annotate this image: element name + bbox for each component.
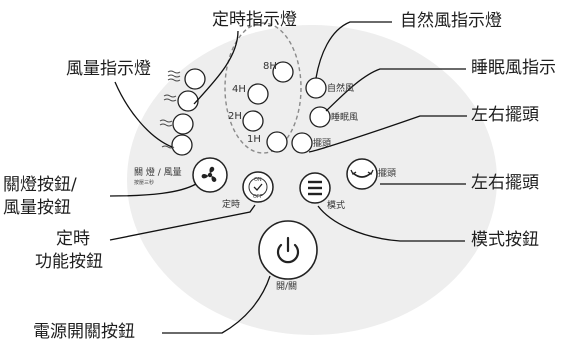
swing-led <box>291 132 313 154</box>
fan-icon <box>201 166 217 182</box>
leader-lines <box>109 21 467 334</box>
timer-led-1h-label: 1H <box>247 134 261 145</box>
power-button-label: 開/關 <box>276 282 298 292</box>
speed-led-0 <box>171 134 193 156</box>
off-speed-label: 關 燈 / 風量 <box>134 168 182 178</box>
swing-button-callout: 左右擺頭 <box>471 173 539 193</box>
timer-led-2h-label: 2H <box>228 111 242 122</box>
timer-button-callout-line1: 定時 <box>56 229 90 249</box>
timer-indicator-callout: 定時指示燈 <box>212 10 297 30</box>
off-speed-sublabel: 按壓三秒 <box>134 180 155 186</box>
mode-button-label: 模式 <box>327 201 346 211</box>
swing-button-label: 擺頭 <box>378 169 397 179</box>
leader-sleep <box>325 68 466 112</box>
sleep-wind-led <box>309 106 331 128</box>
power-button-callout: 電源開關按鈕 <box>33 322 135 342</box>
menu-lines-icon <box>308 180 322 196</box>
leader-speed <box>114 81 173 148</box>
leader-timer-btn <box>109 204 256 241</box>
timer-led-4h <box>247 83 269 105</box>
timer-off-label: OFF <box>253 194 263 200</box>
timer-led-8h <box>272 61 294 83</box>
timer-led-4h-label: 4H <box>232 84 246 95</box>
speed-indicator-callout: 風量指示燈 <box>66 59 151 79</box>
swing-button[interactable] <box>346 158 378 190</box>
mode-button-callout: 模式按鈕 <box>471 230 539 250</box>
leader-mode <box>317 205 465 242</box>
off-speed-button-callout-line1: 關燈按鈕/ <box>3 175 77 195</box>
speed-leds <box>171 68 206 156</box>
timer-led-1h <box>266 131 288 153</box>
wind-wave-icons <box>159 70 181 149</box>
mode-button[interactable] <box>299 172 331 204</box>
sleep-wind-indicator-callout: 睡眠風指示 <box>471 58 556 78</box>
timer-button-label: 定時 <box>222 200 241 210</box>
timer-on-label: ON <box>254 177 262 183</box>
speed-led-3 <box>184 68 206 90</box>
mode-leds <box>291 77 331 154</box>
natural-wind-indicator-callout: 自然風指示燈 <box>400 11 502 31</box>
natural-wind-label: 自然風 <box>327 84 355 94</box>
timer-leds <box>242 61 294 153</box>
power-icon <box>276 236 300 264</box>
leader-swing-led <box>308 115 467 153</box>
timer-led-2h <box>242 110 264 132</box>
swing-arrow-icon <box>352 172 372 178</box>
timer-button-callout-line2: 功能按鈕 <box>35 252 103 272</box>
leader-natural <box>315 21 392 79</box>
swing-indicator-callout: 左右擺頭 <box>471 105 539 125</box>
natural-wind-led <box>305 77 327 99</box>
timer-led-group-outline <box>224 22 302 154</box>
timer-button[interactable] <box>242 171 274 203</box>
power-button[interactable] <box>258 220 318 280</box>
leader-off-speed <box>109 183 197 197</box>
timer-led-8h-label: 8H <box>263 61 277 72</box>
speed-led-2 <box>177 90 199 112</box>
off-speed-button-callout-line2: 風量按鈕 <box>3 198 71 218</box>
off-speed-button[interactable] <box>192 157 228 193</box>
swing-led-label: 擺頭 <box>313 139 332 149</box>
leader-timer <box>193 30 239 105</box>
speed-led-1 <box>172 113 194 135</box>
sleep-wind-label: 睡眠風 <box>331 113 359 123</box>
leader-power <box>162 275 271 334</box>
clock-check-icon <box>248 177 268 197</box>
